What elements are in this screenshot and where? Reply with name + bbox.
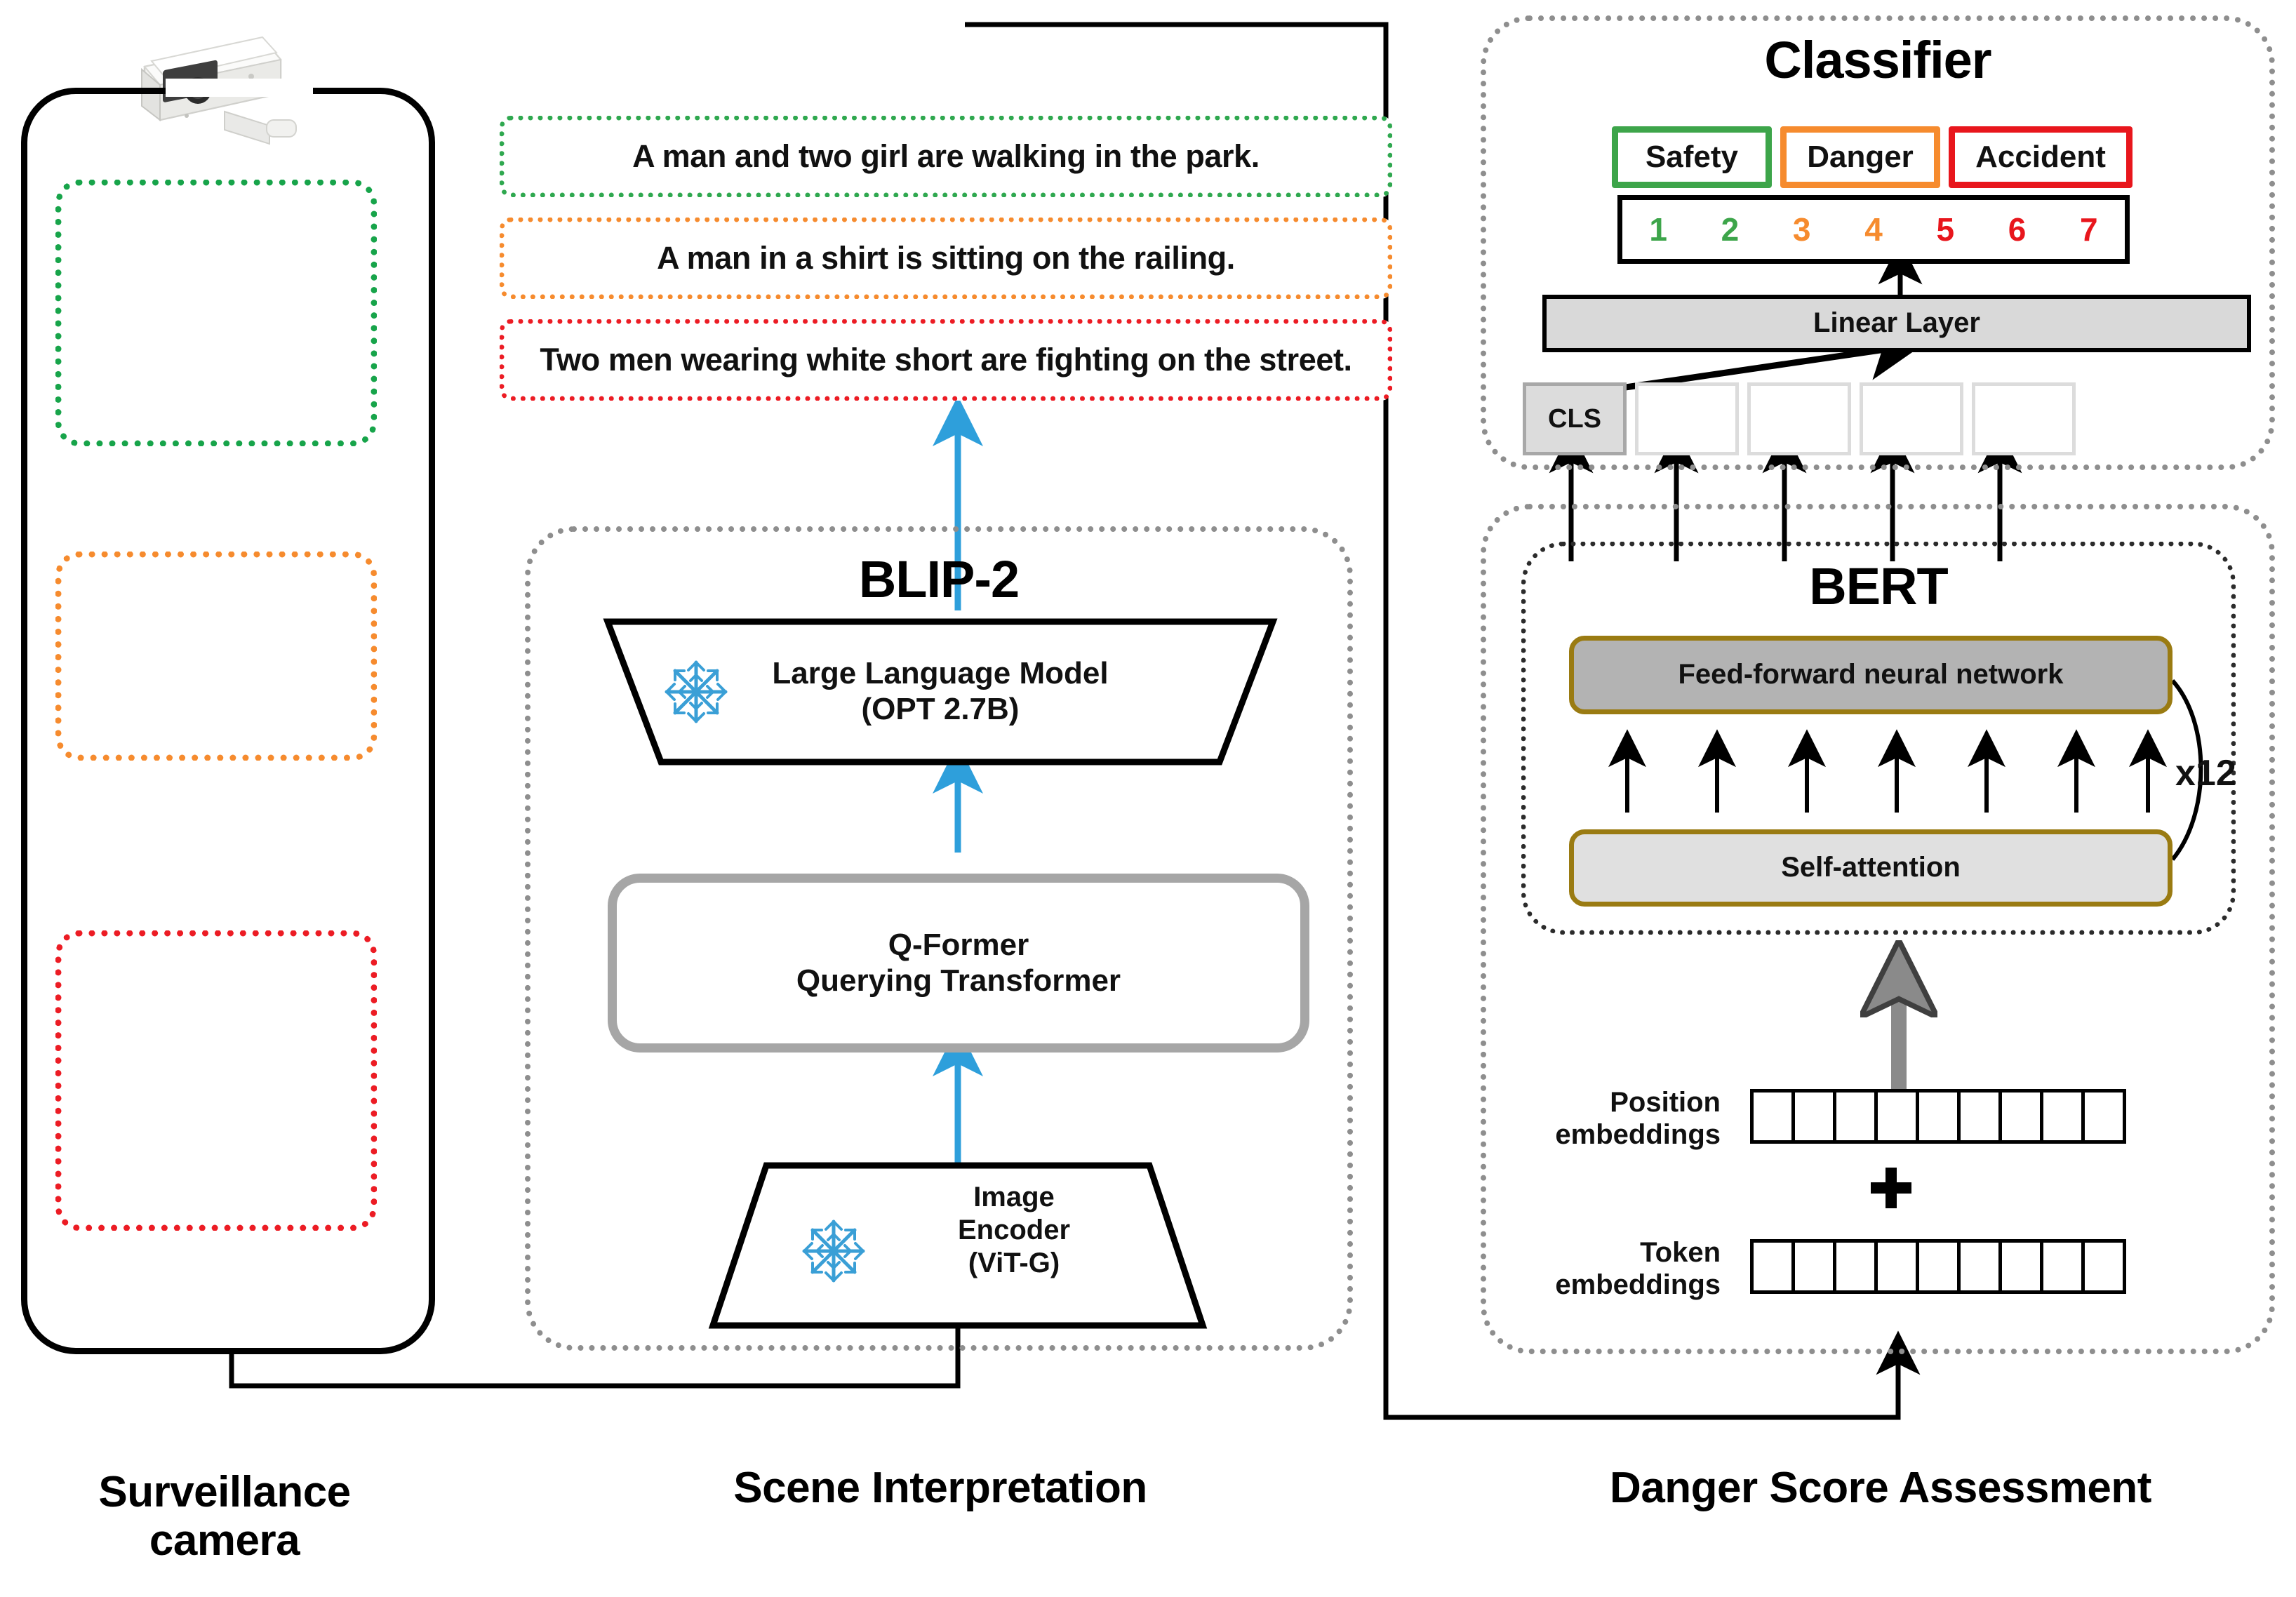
- position-embedding-cell: [1874, 1089, 1919, 1144]
- section-caption-left-line1: Surveillance: [98, 1467, 351, 1516]
- token-box-1[interactable]: [1635, 382, 1739, 455]
- section-caption-left-line2: camera: [149, 1516, 300, 1565]
- section-caption-middle: Scene Interpretation: [733, 1464, 1147, 1513]
- bert-title: BERT: [1809, 556, 1948, 615]
- position-embedding-cell: [2040, 1089, 2085, 1144]
- danger-score-panel: [1481, 504, 2275, 1354]
- token-embedding-cell: [1791, 1239, 1836, 1294]
- qformer-label-line1: Q-Former: [888, 927, 1029, 962]
- photo-card-safety[interactable]: [55, 180, 377, 446]
- photo-card-danger[interactable]: [55, 552, 377, 761]
- class-pill-danger[interactable]: Danger: [1780, 126, 1940, 188]
- position-embedding-cell: [1998, 1089, 2043, 1144]
- connector-captions-to-bert: [965, 22, 1921, 1420]
- position-embeddings-row[interactable]: [1750, 1089, 2126, 1144]
- connector-selfattention-to-ff: [1608, 729, 2167, 813]
- plus-icon: [1871, 1168, 1911, 1208]
- position-embedding-cell: [2081, 1089, 2126, 1144]
- caption-text-danger: A man in a shirt is sitting on the raili…: [657, 240, 1235, 276]
- token-embeddings-label: Token embeddings: [1523, 1236, 1721, 1301]
- token-box-3[interactable]: [1860, 382, 1963, 455]
- plus-symbol-wrap: [1867, 1163, 1934, 1231]
- token-box-4[interactable]: [1972, 382, 2076, 455]
- token-embedding-cell: [1998, 1239, 2043, 1294]
- self-attention-box[interactable]: Self-attention: [1569, 829, 2172, 907]
- blip2-title: BLIP-2: [858, 549, 1020, 608]
- feed-forward-box[interactable]: Feed-forward neural network: [1569, 636, 2172, 714]
- q-former-box[interactable]: Q-Former Querying Transformer: [608, 874, 1309, 1053]
- token-embeddings-line2: embeddings: [1555, 1269, 1721, 1300]
- photo-card-accident[interactable]: [55, 930, 377, 1231]
- classifier-panel: [1481, 15, 2275, 470]
- section-caption-middle-wrap: Scene Interpretation: [610, 1457, 1270, 1520]
- repeat-count-wrap: x12: [2175, 752, 2260, 794]
- llm-trapezoid-shape: [603, 618, 1278, 766]
- class-pill-accident-label: Accident: [1975, 140, 2106, 174]
- position-embeddings-label: Position embeddings: [1523, 1086, 1721, 1151]
- token-embedding-cell: [1874, 1239, 1919, 1294]
- position-embedding-cell: [1750, 1089, 1795, 1144]
- position-embedding-cell: [1833, 1089, 1878, 1144]
- token-embedding-cell: [2081, 1239, 2126, 1294]
- position-embedding-cell: [1916, 1089, 1961, 1144]
- linear-layer-label: Linear Layer: [1813, 307, 1980, 339]
- blip2-panel: [525, 526, 1353, 1351]
- score-number-3[interactable]: 3: [1792, 211, 1811, 248]
- token-embedding-cell: [2040, 1239, 2085, 1294]
- section-caption-left-wrap: Surveillance camera: [39, 1457, 411, 1576]
- position-embeddings-line2: embeddings: [1555, 1119, 1721, 1150]
- token-embeddings-row[interactable]: [1750, 1239, 2126, 1294]
- linear-layer-box[interactable]: Linear Layer: [1542, 295, 2251, 352]
- class-pill-safety-label: Safety: [1645, 140, 1739, 174]
- score-number-6[interactable]: 6: [2008, 211, 2027, 248]
- score-number-5[interactable]: 5: [1936, 211, 1955, 248]
- caption-box-safety[interactable]: A man and two girl are walking in the pa…: [500, 116, 1392, 197]
- class-pill-safety[interactable]: Safety: [1612, 126, 1772, 188]
- large-language-model-box[interactable]: Large Language Model (OPT 2.7B): [603, 617, 1278, 766]
- section-caption-right-wrap: Danger Score Assessment: [1509, 1457, 2252, 1520]
- caption-box-accident[interactable]: Two men wearing white short are fighting…: [500, 319, 1392, 401]
- score-number-1[interactable]: 1: [1649, 211, 1667, 248]
- token-embedding-cell: [1916, 1239, 1961, 1294]
- position-embeddings-line1: Position: [1610, 1087, 1721, 1118]
- qformer-label-line2: Querying Transformer: [796, 963, 1121, 998]
- class-pill-danger-label: Danger: [1807, 140, 1914, 174]
- repeat-count-label: x12: [2175, 753, 2236, 794]
- section-caption-right: Danger Score Assessment: [1610, 1464, 2151, 1513]
- bert-panel: [1521, 542, 2236, 935]
- token-embeddings-line1: Token: [1640, 1237, 1721, 1268]
- image-encoder-trapezoid-shape: [708, 1162, 1208, 1329]
- token-box-cls[interactable]: CLS: [1523, 382, 1627, 455]
- token-embedding-cell: [1833, 1239, 1878, 1294]
- token-box-cls-label: CLS: [1548, 403, 1601, 434]
- caption-box-danger[interactable]: A man in a shirt is sitting on the raili…: [500, 218, 1392, 299]
- caption-text-accident: Two men wearing white short are fighting…: [540, 342, 1352, 377]
- self-attention-label: Self-attention: [1781, 852, 1961, 883]
- caption-text-safety: A man and two girl are walking in the pa…: [632, 138, 1260, 174]
- token-embedding-cell: [1750, 1239, 1795, 1294]
- blip2-title-wrap: BLIP-2: [525, 547, 1353, 610]
- recurrence-bracket: [2170, 679, 2203, 861]
- bert-title-wrap: BERT: [1521, 554, 2236, 617]
- score-number-7[interactable]: 7: [2080, 211, 2098, 248]
- score-number-4[interactable]: 4: [1864, 211, 1883, 248]
- position-embedding-cell: [1957, 1089, 2002, 1144]
- score-number-2[interactable]: 2: [1721, 211, 1740, 248]
- score-strip[interactable]: 1 2 3 4 5 6 7: [1617, 195, 2130, 264]
- position-embedding-cell: [1791, 1089, 1836, 1144]
- image-encoder-box[interactable]: Image Encoder (ViT-G): [708, 1161, 1208, 1330]
- token-box-2[interactable]: [1747, 382, 1851, 455]
- token-embedding-cell: [1957, 1239, 2002, 1294]
- class-pill-accident[interactable]: Accident: [1949, 126, 2133, 188]
- frame-notch-mask: [166, 79, 313, 97]
- feed-forward-label: Feed-forward neural network: [1678, 659, 2064, 690]
- classifier-title-wrap: Classifier: [1481, 25, 2275, 94]
- classifier-title: Classifier: [1764, 30, 1991, 89]
